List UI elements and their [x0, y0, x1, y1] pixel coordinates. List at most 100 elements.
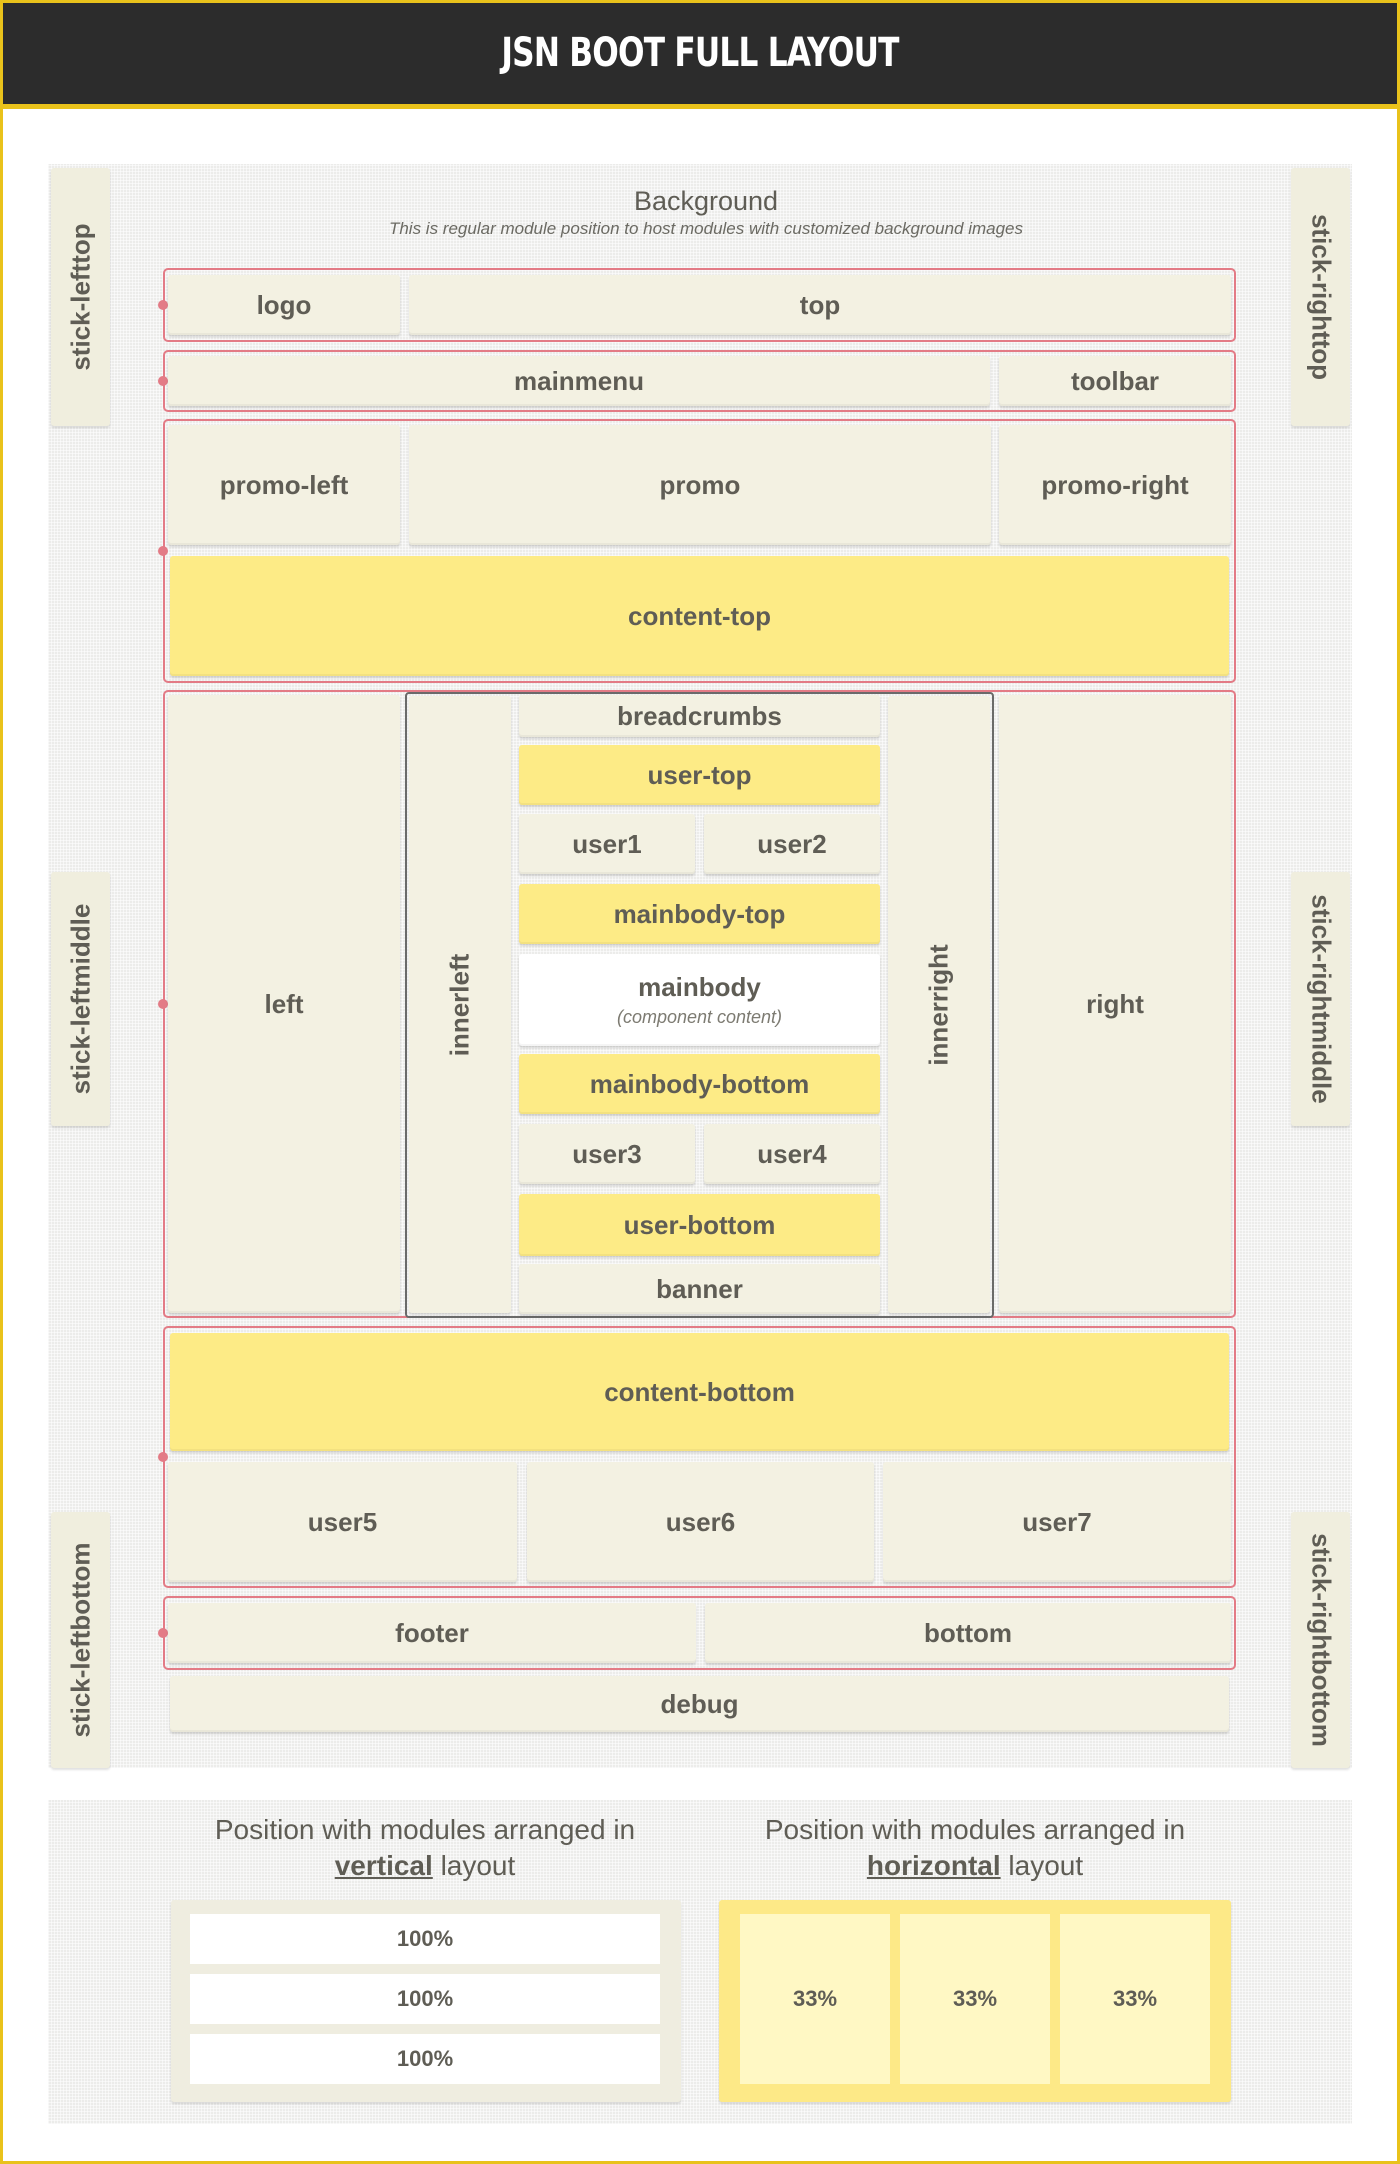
position-user1: user1 — [519, 814, 695, 874]
innerright-label: innerright — [923, 943, 954, 1066]
position-breadcrumbs: breadcrumbs — [519, 695, 880, 737]
background-description: This is regular module position to host … — [388, 219, 1024, 238]
group-marker — [158, 1452, 168, 1462]
position-user6: user6 — [527, 1462, 874, 1582]
position-user-bottom: user-bottom — [519, 1194, 880, 1256]
position-content-top: content-top — [170, 556, 1229, 676]
position-user-top: user-top — [519, 745, 880, 805]
group-marker — [158, 300, 168, 310]
legend-vertical-suffix: layout — [440, 1850, 516, 1881]
group-footer — [158, 1596, 1236, 1670]
footer-label: footer — [395, 1617, 469, 1648]
mainmenu-label: mainmenu — [513, 365, 645, 396]
legend-horizontal-prefix: Position with modules arranged in — [764, 1814, 1186, 1845]
legend-vertical-keyword: vertical — [334, 1850, 433, 1881]
group-navigation — [158, 350, 1236, 412]
innerleft-label: innerleft — [444, 953, 475, 1056]
page-title: JSN BOOT FULL LAYOUT — [501, 30, 899, 76]
legend-vertical-line: vertical layout — [170, 1848, 680, 1884]
stick-rightmiddle: stick-rightmiddle — [1291, 872, 1350, 1126]
group-promo — [158, 419, 1236, 683]
position-debug: debug — [170, 1676, 1229, 1732]
group-marker — [158, 999, 168, 1009]
user3-label: user3 — [572, 1138, 642, 1169]
stick-righttop: stick-righttop — [1291, 168, 1350, 426]
user5-label: user5 — [307, 1506, 378, 1537]
position-innerright: innerright — [888, 696, 990, 1313]
position-content-bottom: content-bottom — [170, 1333, 1229, 1451]
position-top: top — [409, 275, 1231, 335]
position-user7: user7 — [883, 1462, 1231, 1582]
position-promo-left: promo-left — [168, 425, 400, 545]
legend-horizontal-caption: Position with modules arranged in horizo… — [720, 1812, 1230, 1884]
legend-horizontal-suffix: layout — [1008, 1850, 1084, 1881]
position-mainbody: mainbody (component content) — [519, 954, 880, 1046]
stick-leftmiddle-label: stick-leftmiddle — [65, 903, 95, 1095]
stick-leftmiddle: stick-leftmiddle — [51, 872, 110, 1126]
group-marker — [158, 546, 168, 556]
user2-label: user2 — [757, 828, 827, 859]
promo-left-label: promo-left — [219, 469, 349, 500]
position-toolbar: toolbar — [999, 356, 1231, 406]
position-innerleft: innerleft — [409, 696, 511, 1313]
bottom-label: bottom — [923, 1617, 1013, 1648]
stick-lefttop-label: stick-lefttop — [65, 223, 95, 371]
position-promo: promo — [409, 425, 991, 545]
breadcrumbs-label: breadcrumbs — [617, 700, 782, 731]
promo-label: promo — [659, 469, 741, 500]
logo-label: logo — [256, 289, 312, 320]
legend-horizontal-line: horizontal layout — [720, 1848, 1230, 1884]
debug-label: debug — [660, 1688, 739, 1719]
position-user5: user5 — [168, 1462, 517, 1582]
position-banner: banner — [519, 1264, 880, 1314]
position-mainbody-bottom: mainbody-bottom — [519, 1054, 880, 1114]
stick-rightmiddle-label: stick-rightmiddle — [1306, 894, 1336, 1104]
toolbar-label: toolbar — [1070, 365, 1160, 396]
user7-label: user7 — [1022, 1506, 1092, 1537]
stick-leftbottom-label: stick-leftbottom — [65, 1542, 95, 1738]
position-left: left — [168, 695, 400, 1313]
group-inner-content — [405, 692, 994, 1318]
group-marker — [158, 1628, 168, 1638]
position-user4: user4 — [704, 1124, 880, 1184]
position-right: right — [999, 695, 1231, 1313]
user1-label: user1 — [572, 828, 642, 859]
horizontal-module-3: 33% — [1060, 1914, 1210, 2084]
stick-rightbottom: stick-rightbottom — [1291, 1512, 1350, 1768]
vertical-module-2: 100% — [190, 1974, 660, 2024]
legend-vertical-prefix: Position with modules arranged in — [214, 1814, 636, 1845]
group-content-bottom — [158, 1326, 1236, 1588]
vertical-module-1: 100% — [190, 1914, 660, 1964]
user6-label: user6 — [665, 1506, 736, 1537]
stick-righttop-label: stick-righttop — [1306, 213, 1336, 381]
mainbody-bottom-label: mainbody-bottom — [589, 1068, 810, 1099]
position-user3: user3 — [519, 1124, 695, 1184]
mainbody-label: mainbody — [638, 972, 761, 1002]
position-mainmenu: mainmenu — [168, 356, 990, 406]
horizontal-module-1: 33% — [740, 1914, 890, 2084]
content-top-label: content-top — [628, 600, 771, 631]
stick-leftbottom: stick-leftbottom — [51, 1512, 110, 1768]
page-header: JSN BOOT FULL LAYOUT — [3, 3, 1397, 109]
group-header — [158, 268, 1236, 342]
top-label: top — [799, 289, 841, 320]
position-footer: footer — [168, 1603, 696, 1663]
stick-lefttop: stick-lefttop — [51, 168, 110, 426]
position-user2: user2 — [704, 814, 880, 874]
promo-right-label: promo-right — [1041, 469, 1189, 500]
position-promo-right: promo-right — [999, 425, 1231, 545]
left-label: left — [264, 988, 304, 1019]
legend-horizontal-keyword: horizontal — [866, 1850, 1001, 1881]
stick-rightbottom-label: stick-rightbottom — [1306, 1533, 1336, 1747]
user4-label: user4 — [757, 1138, 827, 1169]
mainbody-top-label: mainbody-top — [613, 898, 786, 929]
position-bottom: bottom — [705, 1603, 1231, 1663]
banner-label: banner — [656, 1273, 743, 1304]
position-logo: logo — [168, 275, 400, 335]
right-label: right — [1086, 988, 1144, 1019]
vertical-module-3: 100% — [190, 2034, 660, 2084]
content-bottom-label: content-bottom — [604, 1376, 795, 1407]
user-bottom-label: user-bottom — [623, 1209, 776, 1240]
mainbody-note: (component content) — [616, 1007, 783, 1027]
